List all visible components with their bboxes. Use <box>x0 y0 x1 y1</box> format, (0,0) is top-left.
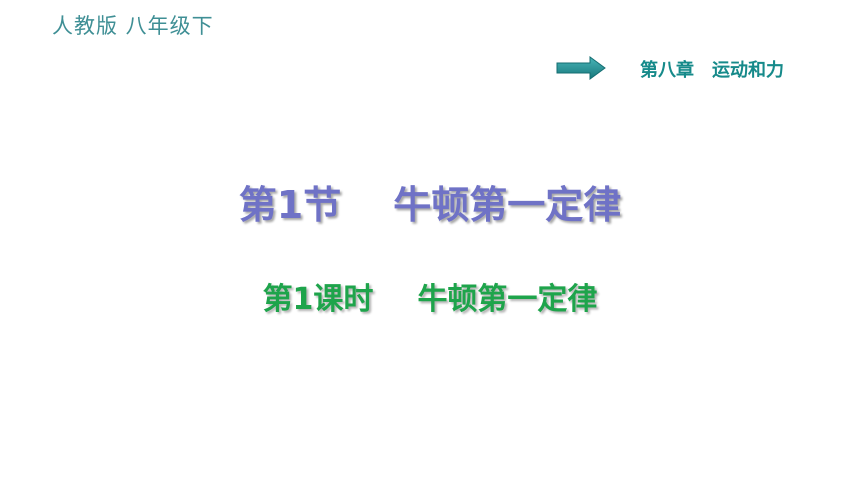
arrow-right-icon <box>556 56 606 80</box>
section-name: 牛顿第一定律 <box>393 183 622 227</box>
lesson-name: 牛顿第一定律 <box>417 282 598 317</box>
section-number: 第1节 <box>238 183 342 227</box>
chapter-number: 第八章 <box>640 60 694 81</box>
chapter-heading: 第八章运动和力 <box>640 56 784 82</box>
lesson-title: 第1课时 牛顿第一定律 <box>0 274 860 318</box>
chapter-name: 运动和力 <box>712 60 784 81</box>
lesson-number: 第1课时 <box>262 282 374 317</box>
section-title: 第1节 牛顿第一定律 <box>0 174 860 229</box>
edition-label: 人教版 八年级下 <box>52 14 214 38</box>
